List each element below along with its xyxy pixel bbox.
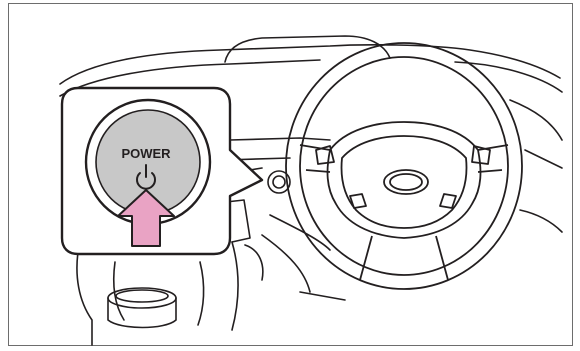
power-button-label: POWER xyxy=(121,146,171,161)
steering-wheel xyxy=(285,42,523,290)
power-button: POWER xyxy=(84,98,212,226)
press-arrow xyxy=(117,189,175,247)
power-icon xyxy=(136,164,156,190)
